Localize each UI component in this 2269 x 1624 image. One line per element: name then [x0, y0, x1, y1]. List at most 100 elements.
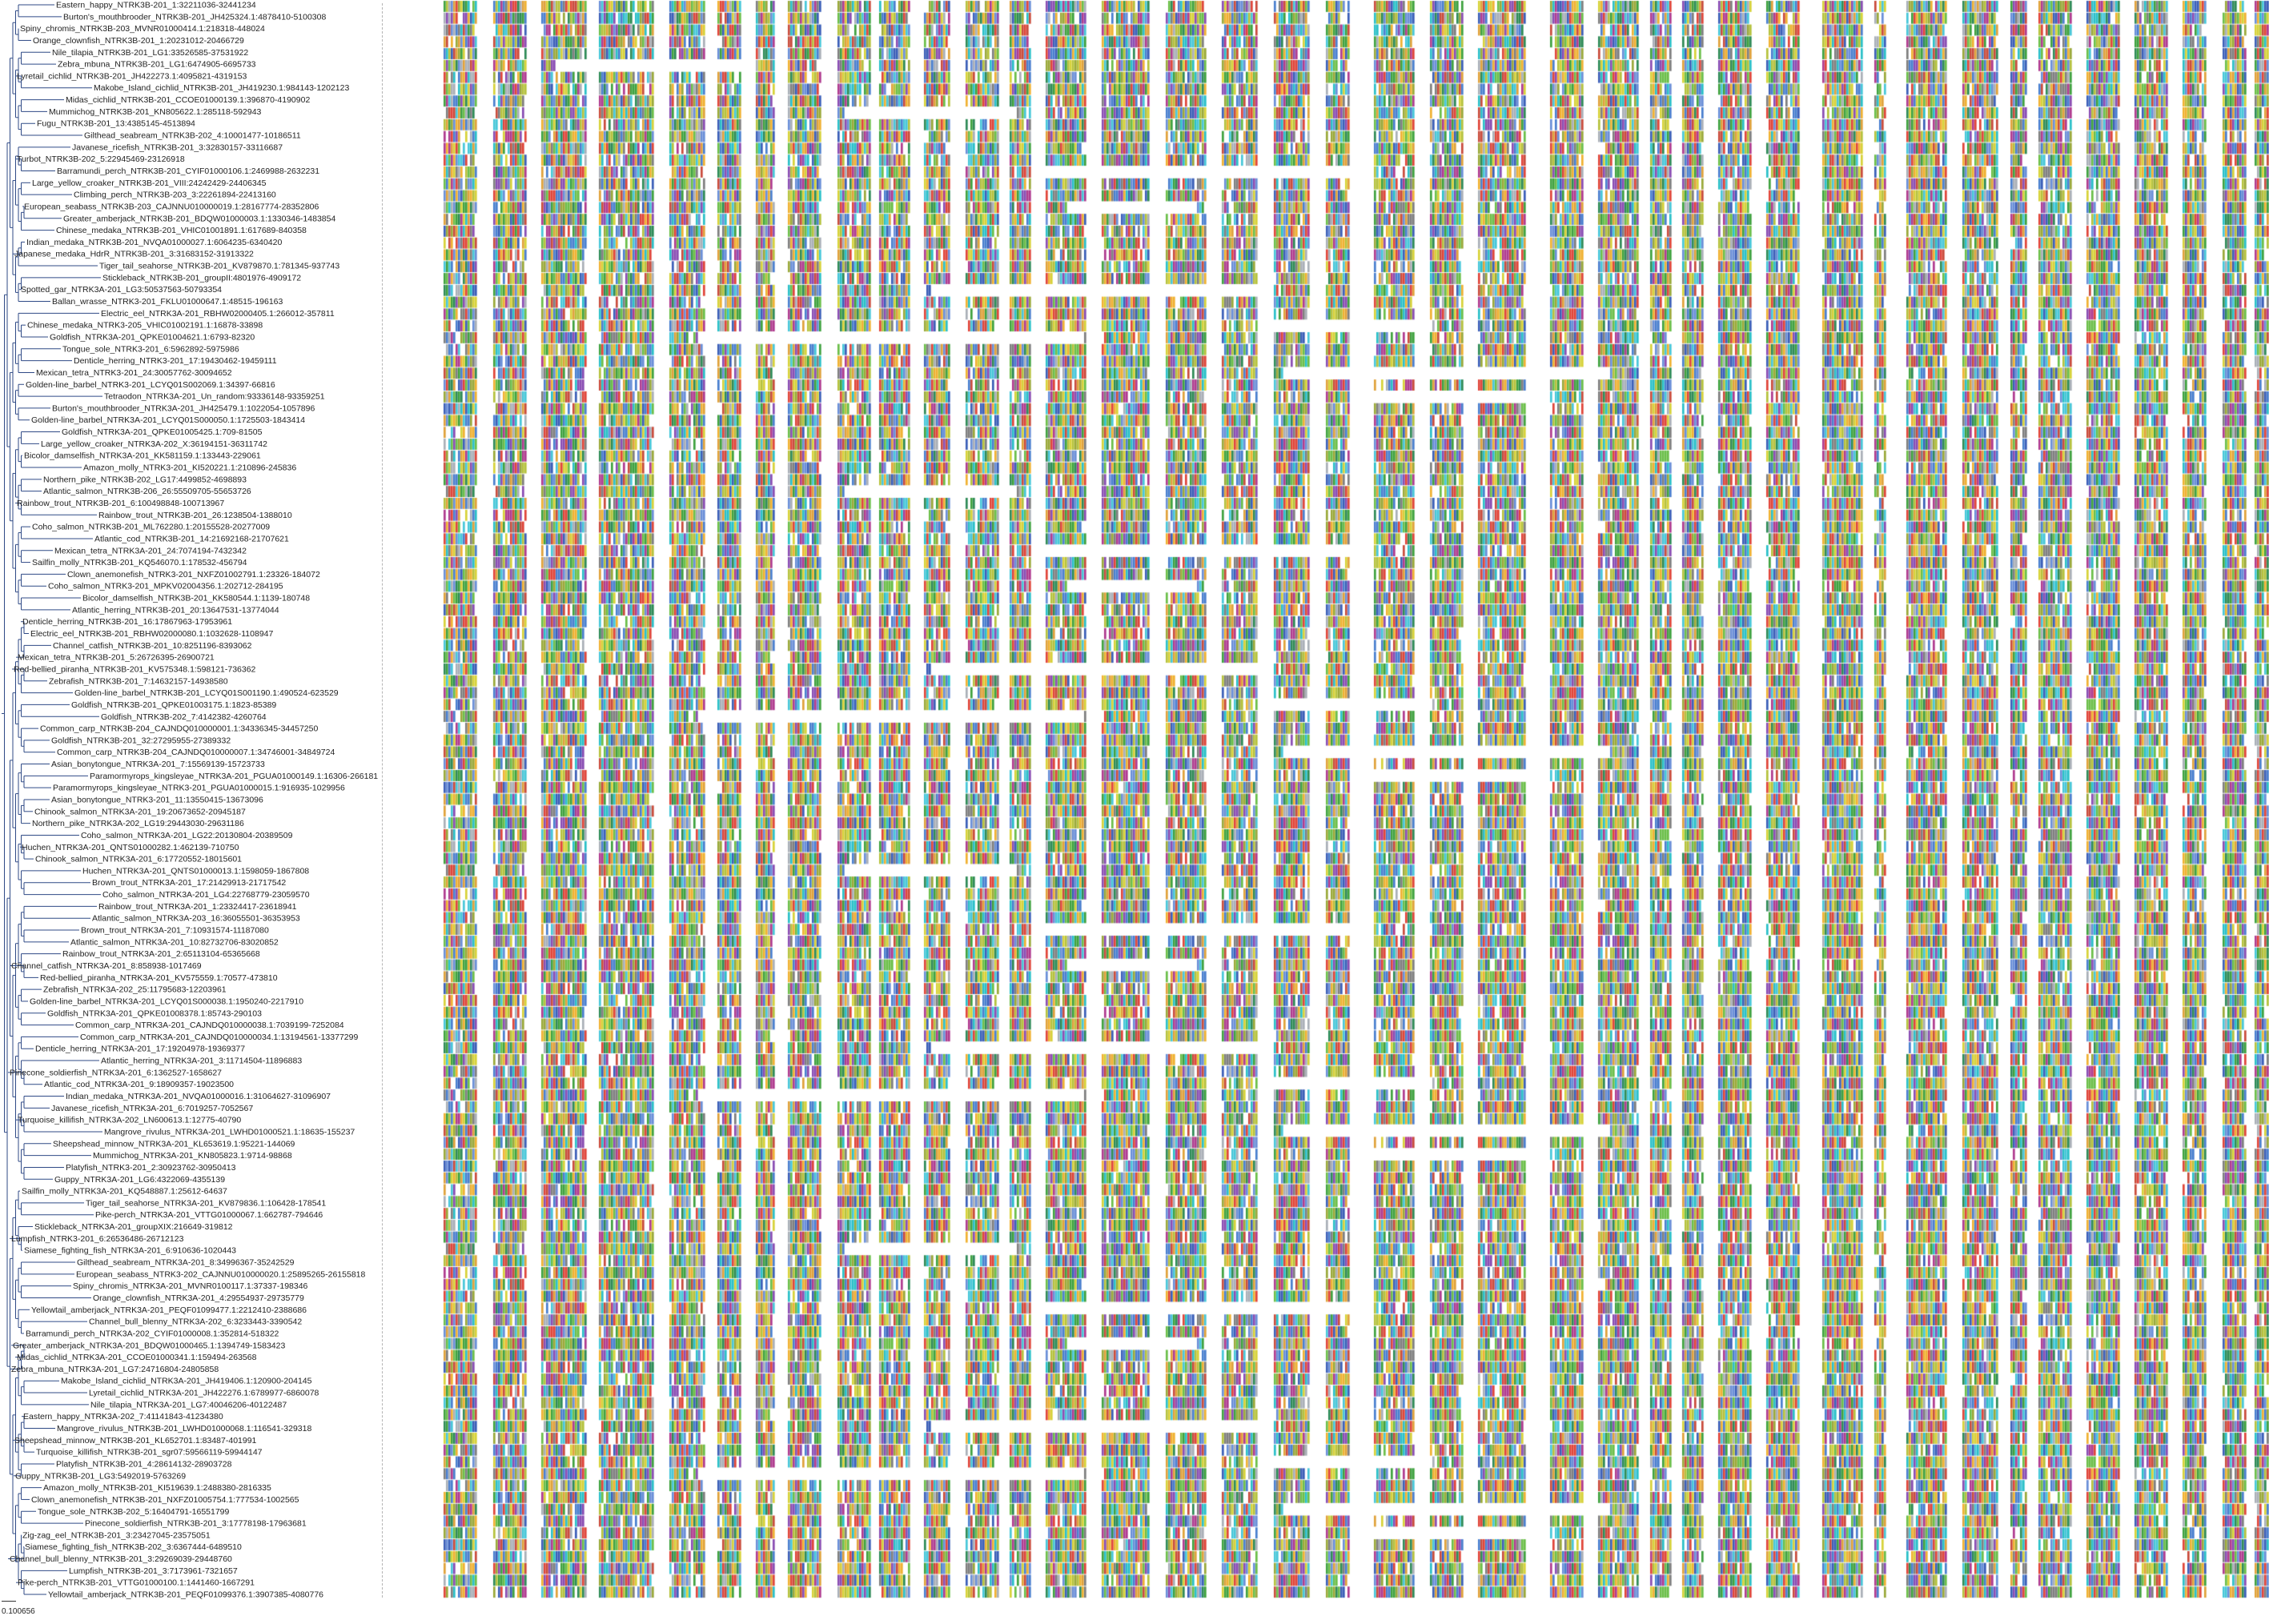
leaf-label: Gilthead_seabream_NTRK3B-202_4:10001477-…	[84, 131, 301, 141]
leaf-label: Golden-line_barbel_NTRK3B-201_LCYQ01S001…	[74, 688, 339, 698]
leaf-label: European_seabass_NTRK3-202_CAJNNU0100000…	[76, 1269, 366, 1279]
leaf-label: Eastern_happy_NTRK3B-201_1:32211036-3244…	[56, 1, 256, 10]
leaf-label: Burton's_mouthbrooder_NTRK3A-201_JH42547…	[52, 403, 315, 413]
alignment-residue-matrix	[389, 0, 2269, 1624]
tree-alignment-divider	[382, 3, 383, 1598]
leaf-label: Rainbow_trout_NTRK3A-201_1:23324417-2361…	[98, 902, 297, 912]
leaf-label: Greater_amberjack_NTRK3B-201_BDQW0100000…	[63, 214, 335, 223]
tree-scale-bar	[2, 1601, 16, 1602]
leaf-label: Yellowtail_amberjack_NTRK3B-201_PEQF0109…	[48, 1590, 323, 1600]
leaf-label: Electric_eel_NTRK3B-201_RBHW02000080.1:1…	[30, 629, 273, 639]
leaf-label: Stickleback_NTRK3B-201_groupII:4801976-4…	[102, 273, 301, 283]
leaf-label: Brown_trout_NTRK3A-201_7:10931574-111870…	[81, 926, 269, 936]
phylogenetic-tree: Eastern_happy_NTRK3B-201_1:32211036-3244…	[2, 1, 378, 1600]
leaf-label: Lumpfish_NTRK3B-201_3:7173961-7321657	[69, 1566, 238, 1576]
leaf-label: Atlantic_cod_NTRK3A-201_9:18909357-19023…	[44, 1080, 234, 1089]
leaf-label: Mangrove_rivulus_NTRK3A-201_LWHD01000521…	[104, 1127, 355, 1137]
leaf-label: Chinook_salmon_NTRK3A-201_19:20673652-20…	[34, 807, 246, 816]
leaf-label: Midas_cichlid_NTRK3A-201_CCOE01000341.1:…	[17, 1353, 257, 1362]
leaf-label: Common_carp_NTRK3A-201_CAJNDQ010000038.1…	[75, 1021, 344, 1030]
leaf-label: Electric_eel_NTRK3A-201_RBHW02000405.1:2…	[101, 309, 335, 319]
leaf-label: Pike-perch_NTRK3A-201_VTTG01000067.1:662…	[95, 1210, 323, 1220]
leaf-label: Chinook_salmon_NTRK3A-201_6:17720552-180…	[35, 855, 242, 864]
leaf-label: Large_yellow_croaker_NTRK3A-202_X:361941…	[41, 439, 267, 449]
leaf-label: Sailfin_molly_NTRK3A-201_KQ548887.1:2561…	[22, 1187, 227, 1197]
leaf-label: Tiger_tail_seahorse_NTRK3A-201_KV879836.…	[86, 1198, 326, 1208]
leaf-label: Rainbow_trout_NTRK3B-201_26:1238504-1388…	[98, 511, 292, 520]
leaf-label: Amazon_molly_NTRK3-201_KI520221.1:210896…	[83, 463, 296, 473]
leaf-label: Goldfish_NTRK3B-202_7:4142382-4260764	[101, 712, 267, 722]
leaf-label: Chinese_medaka_NTRK3B-201_VHIC01001891.1…	[56, 226, 307, 235]
leaf-label: Siamese_fighting_fish_NTRK3A-201_6:91063…	[24, 1246, 236, 1256]
leaf-label: Goldfish_NTRK3A-201_QPKE01004621.1:6793-…	[50, 332, 255, 342]
leaf-label: Huchen_NTRK3A-201_QNTS01000282.1:462139-…	[22, 843, 239, 852]
leaf-label: Mexican_tetra_NTRK3-201_24:30057762-3009…	[36, 368, 232, 378]
leaf-label: Channel_bull_blenny_NTRK3B-201_3:2926903…	[10, 1554, 232, 1564]
leaf-label: Ballan_wrasse_NTRK3-201_FKLU01000647.1:4…	[52, 297, 283, 307]
leaf-label: Guppy_NTRK3B-201_LG3:5492019-5763269	[15, 1471, 186, 1481]
leaf-label: Fugu_NTRK3B-201_13:4385145-4513894	[37, 119, 195, 129]
leaf-label: Channel_bull_blenny_NTRK3A-202_6:3233443…	[89, 1317, 302, 1327]
leaf-label: Mangrove_rivulus_NTRK3B-201_LWHD01000068…	[57, 1424, 311, 1434]
tree-scale-label: 0.100656	[2, 1607, 35, 1616]
leaf-label: Mummichog_NTRK3A-201_KN805823.1:9714-988…	[93, 1151, 292, 1161]
leaf-label: Orange_clownfish_NTRK3A-201_4:29554937-2…	[93, 1293, 304, 1303]
leaf-label: Mexican_tetra_NTRK3A-201_24:7074194-7432…	[54, 546, 247, 555]
leaf-label: Lyretail_cichlid_NTRK3B-201_JH422273.1:4…	[17, 71, 247, 81]
leaf-label: Eastern_happy_NTRK3A-202_7:41141843-4123…	[23, 1412, 223, 1422]
leaf-label: Coho_salmon_NTRK3B-201_ML762280.1:201555…	[32, 523, 270, 532]
leaf-label: Pinecone_soldierfish_NTRK3B-201_3:177781…	[85, 1519, 307, 1529]
leaf-label: Indian_medaka_NTRK3A-201_NVQA01000016.1:…	[66, 1092, 331, 1101]
leaf-label: Common_carp_NTRK3A-201_CAJNDQ010000034.1…	[80, 1033, 358, 1042]
leaf-label: Platyfish_NTRK3B-201_4:28614132-28903728	[56, 1459, 232, 1469]
leaf-label: Atlantic_salmon_NTRK3B-206_26:55509705-5…	[43, 487, 251, 496]
leaf-label: Golden-line_barbel_NTRK3-201_LCYQ01S0020…	[26, 380, 275, 390]
leaf-label: Atlantic_salmon_NTRK3A-201_10:82732706-8…	[70, 937, 279, 947]
leaf-label: Orange_clownfish_NTRK3B-201_1:20231012-2…	[33, 36, 244, 46]
leaf-label: Northern_pike_NTRK3B-202_LG17:4499852-46…	[43, 475, 247, 484]
leaf-label: Coho_salmon_NTRK3A-201_LG4:22768779-2305…	[102, 890, 310, 900]
leaf-label: Turbot_NTRK3B-202_5:22945469-23126918	[17, 154, 185, 164]
leaf-label: Channel_catfish_NTRK3A-201_8:858938-1017…	[11, 961, 202, 971]
leaf-label: Goldfish_NTRK3A-201_QPKE01005425.1:709-8…	[62, 427, 263, 437]
leaf-label: Large_yellow_croaker_NTRK3B-201_VIII:242…	[32, 178, 267, 188]
leaf-label: Atlantic_herring_NTRK3B-201_20:13647531-…	[72, 605, 279, 615]
leaf-label: Javanese_ricefish_NTRK3B-201_3:32830157-…	[72, 142, 283, 152]
sequence-alignment-panel	[389, 0, 2269, 1624]
leaf-label: Turquoise_killifish_NTRK3A-202_LN600613.…	[18, 1116, 241, 1125]
leaf-label: Zig-zag_eel_NTRK3B-201_3:23427045-235750…	[22, 1530, 211, 1540]
leaf-label: Asian_bonytongue_NTRK3A-201_7:15569139-1…	[51, 760, 265, 769]
leaf-label: Northern_pike_NTRK3A-202_LG19:29443030-2…	[32, 819, 244, 828]
leaf-label: Sheepshead_minnow_NTRK3A-201_KL653619.1:…	[53, 1139, 295, 1149]
leaf-label: Goldfish_NTRK3B-201_32:27295955-27389332	[51, 736, 231, 745]
leaf-label: Zebrafish_NTRK3B-201_7:14632157-14938580	[49, 676, 228, 686]
leaf-label: Gilthead_seabream_NTRK3A-201_8:34996367-…	[77, 1258, 295, 1268]
leaf-label: Mummichog_NTRK3B-201_KN805622.1:285118-5…	[49, 107, 262, 117]
leaf-label: Barramundi_perch_NTRK3A-202_CYIF01000008…	[26, 1329, 279, 1338]
leaf-label: Goldfish_NTRK3B-201_QPKE01003175.1:1823-…	[71, 700, 276, 710]
leaf-label: Spotted_gar_NTRK3A-201_LG3:50537563-5079…	[21, 285, 222, 295]
leaf-label: Spiny_chromis_NTRK3A-201_MVNR0100117.1:3…	[73, 1281, 308, 1291]
leaf-label: Common_carp_NTRK3B-204_CAJNDQ010000001.1…	[40, 724, 318, 734]
leaf-label: Zebra_mbuna_NTRK3B-201_LG1:6474905-66957…	[58, 60, 256, 70]
leaf-label: Nile_tilapia_NTRK3A-201_LG7:40046206-401…	[90, 1400, 287, 1409]
leaf-label: Asian_bonytongue_NTRK3-201_11:13550415-1…	[51, 796, 263, 805]
leaf-label: Japanese_medaka_HdrR_NTRK3B-201_3:316831…	[14, 250, 254, 259]
leaf-label: Chinese_medaka_NTRK3-205_VHIC01002191.1:…	[27, 321, 263, 331]
leaf-label: Nile_tilapia_NTRK3B-201_LG1:33526585-375…	[52, 48, 248, 58]
leaf-label: Paramormyrops_kingsleyae_NTRK3-201_PGUA0…	[53, 784, 345, 793]
leaf-label: Platyfish_NTRK3-201_2:30923762-30950413	[66, 1163, 236, 1173]
leaf-label: Lyretail_cichlid_NTRK3A-201_JH422276.1:6…	[89, 1389, 319, 1398]
leaf-label: Turquoise_killifish_NTRK3B-201_sgr07:595…	[36, 1448, 263, 1458]
leaf-label: Tongue_sole_NTRK3-201_6:5962892-5975986	[62, 344, 239, 354]
leaf-label: Greater_amberjack_NTRK3A-201_BDQW0100046…	[13, 1341, 285, 1350]
leaf-label: Denticle_herring_NTRK3-201_17:19430462-1…	[74, 356, 277, 366]
leaf-label: Goldfish_NTRK3A-201_QPKE01008378.1:85743…	[47, 1008, 262, 1018]
leaf-label: Spiny_chromis_NTRK3B-203_MVNR01000414.1:…	[20, 24, 265, 34]
leaf-label: Huchen_NTRK3A-201_QNTS01000013.1:1598059…	[82, 866, 309, 876]
leaf-label: European_seabass_NTRK3B-203_CAJNNU010000…	[24, 202, 319, 211]
leaf-label: Golden-line_barbel_NTRK3A-201_LCYQ01S000…	[30, 996, 303, 1006]
leaf-label: Amazon_molly_NTRK3B-201_KI519639.1:24883…	[43, 1483, 271, 1493]
leaf-label: Sheepshead_minnow_NTRK3B-201_KL652701.1:…	[14, 1436, 257, 1446]
leaf-label: Denticle_herring_NTRK3B-201_16:17867963-…	[22, 617, 232, 627]
